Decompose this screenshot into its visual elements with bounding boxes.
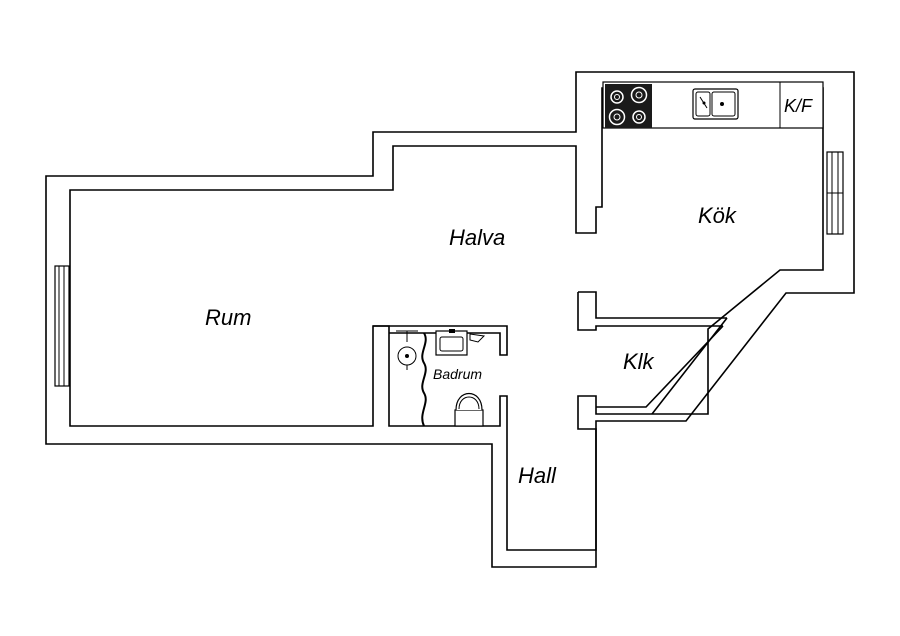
room-label-klk: Klk <box>623 349 655 374</box>
room-label-rum: Rum <box>205 305 251 330</box>
outer-walls <box>45 71 855 568</box>
stove-icon <box>605 84 652 128</box>
room-label-halva: Halva <box>449 225 505 250</box>
window-right <box>826 151 844 235</box>
kitchen-sink-icon <box>692 88 739 120</box>
toilet-icon <box>454 393 484 427</box>
shower-icon <box>396 330 418 370</box>
shower-curtain <box>421 332 427 427</box>
room-label-kok: Kök <box>698 203 737 228</box>
wash-basin-icon <box>435 329 486 356</box>
window-left <box>54 265 70 387</box>
room-label-hall: Hall <box>518 463 557 488</box>
room-label-badrum: Badrum <box>433 366 482 382</box>
interior-walls <box>373 291 728 415</box>
room-label-kf: K/F <box>784 96 813 116</box>
